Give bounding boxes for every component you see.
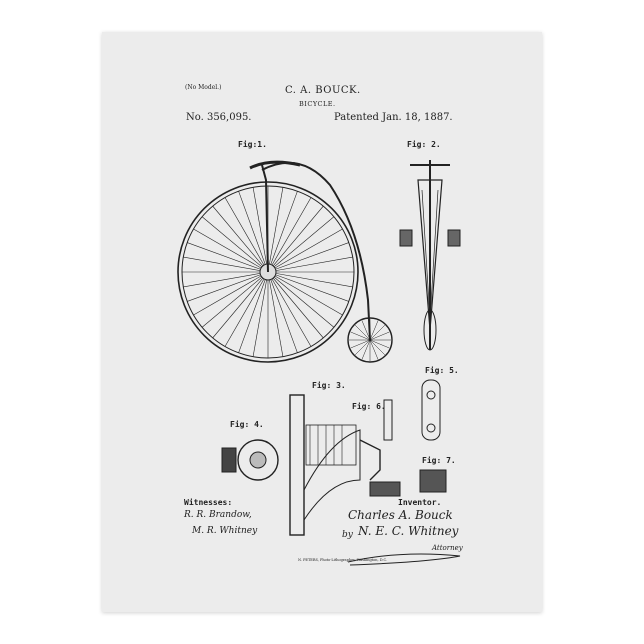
fig7-label: Fig: 7.: [422, 456, 456, 465]
inventor-signature: Charles A. Bouck: [348, 508, 453, 522]
printer-line: N. PETERS, Photo-Lithographer, Washingto…: [298, 558, 387, 562]
model-note: (No Model.): [185, 84, 221, 91]
fig2-front-view: [400, 160, 460, 350]
inventor-name: C. A. BOUCK.: [285, 85, 361, 96]
fig1-high-wheel: [178, 162, 392, 362]
by-label: by: [342, 530, 353, 540]
fig6-label: Fig: 6.: [352, 402, 386, 411]
inventor-label: Inventor.: [398, 498, 441, 507]
fig4-sprocket: [222, 440, 278, 480]
spoke: [355, 340, 370, 355]
spoke: [370, 340, 385, 355]
patent-number: No. 356,095.: [186, 112, 251, 123]
fig2-label: Fig: 2.: [407, 140, 441, 149]
witness-signature-1: R. R. Brandow,: [184, 510, 252, 520]
spoke: [355, 325, 370, 340]
fig4-label: Fig: 4.: [230, 420, 264, 429]
witness-signature-2: M. R. Whitney: [192, 526, 257, 536]
attorney-signature: N. E. C. Whitney: [358, 524, 458, 538]
witnesses-label: Witnesses:: [184, 498, 232, 507]
spoke: [370, 325, 385, 340]
fig3-label: Fig: 3.: [312, 381, 346, 390]
fig1-label: Fig:1.: [238, 140, 267, 149]
attorney-label: Attorney: [432, 544, 463, 552]
fig5-7-details: [384, 380, 446, 492]
invention-title: BICYCLE.: [299, 100, 336, 108]
patent-date: Patented Jan. 18, 1887.: [334, 112, 453, 123]
fig5-label: Fig: 5.: [425, 366, 459, 375]
